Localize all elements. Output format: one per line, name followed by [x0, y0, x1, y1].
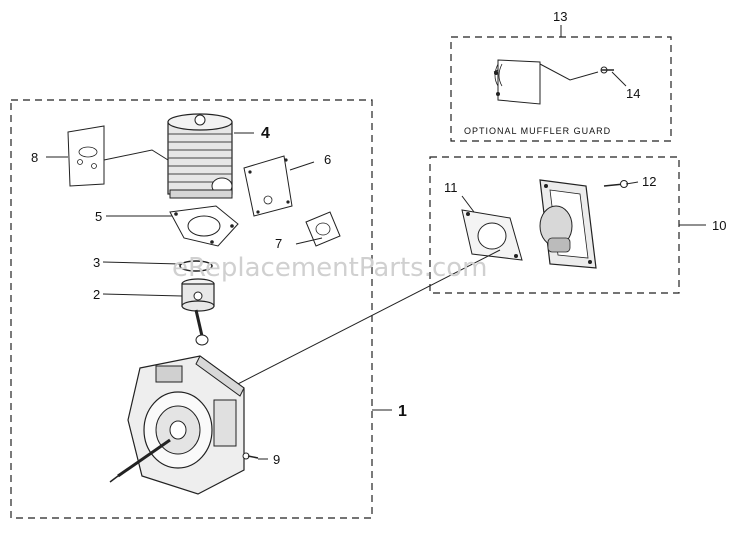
muffler-bolt-icon — [603, 180, 628, 188]
callout-7: 7 — [275, 236, 282, 251]
piston-icon — [181, 278, 215, 346]
cylinder-icon — [167, 113, 233, 199]
guard-caption: OPTIONAL MUFFLER GUARD — [464, 126, 611, 136]
callout-10: 10 — [712, 218, 726, 233]
heat-shield-icon — [67, 125, 169, 187]
leader-lines — [46, 132, 639, 460]
muffler-body-icon — [539, 179, 597, 269]
muffler-gasket-icon — [461, 209, 523, 261]
crankcase-icon — [109, 355, 245, 495]
piston-ring-icon — [179, 260, 213, 272]
callout-2: 2 — [93, 287, 100, 302]
callout-6: 6 — [324, 152, 331, 167]
callout-5: 5 — [95, 209, 102, 224]
callout-4: 4 — [261, 125, 270, 142]
engine-group-box — [10, 99, 373, 519]
muffler-illustration — [461, 179, 628, 269]
intake-gasket-icon — [305, 211, 341, 247]
base-gasket-icon — [169, 205, 239, 247]
callout-13: 13 — [553, 9, 567, 24]
muffler-guard-illustration — [493, 59, 627, 105]
callout-3: 3 — [93, 255, 100, 270]
watermark: eReplacementParts.com — [172, 253, 488, 283]
callout-9: 9 — [273, 452, 280, 467]
callout-14: 14 — [626, 86, 640, 101]
callout-1: 1 — [398, 403, 407, 420]
cylinder-gasket-icon — [243, 155, 293, 217]
callout-11: 11 — [444, 180, 458, 195]
crankcase-screw-icon — [242, 452, 259, 460]
callout-12: 12 — [642, 174, 656, 189]
guard-screw-icon — [600, 66, 614, 74]
callout-8: 8 — [31, 150, 38, 165]
